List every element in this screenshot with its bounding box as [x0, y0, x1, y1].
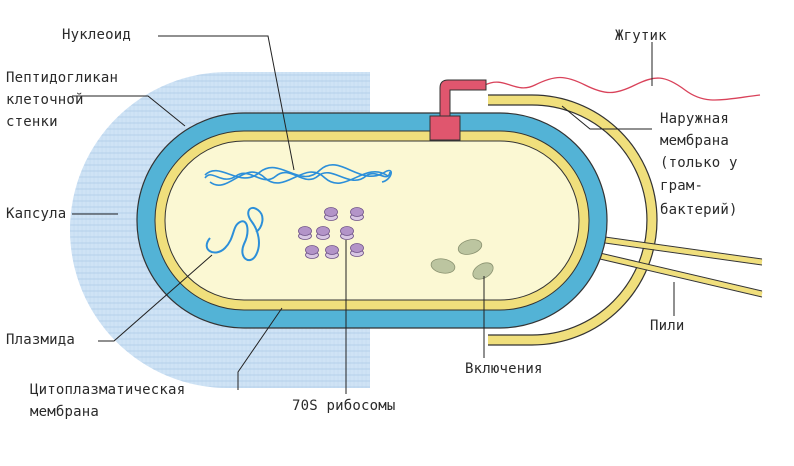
ribosome [298, 226, 312, 240]
outer-membrane-edge-in [488, 104, 648, 336]
ribosome [324, 207, 338, 221]
nucleoid-strand [209, 170, 389, 186]
label-plasmid: Плазмида [6, 332, 76, 348]
label-inclusions: Включения [465, 361, 543, 377]
leader-outer-membrane [561, 105, 652, 130]
leader-lines [72, 35, 675, 394]
label-cyt-membrane-line2: мембрана [30, 404, 100, 420]
nucleoid [204, 164, 392, 186]
label-capsule: Капсула [6, 206, 67, 222]
label-peptidoglycan-line1: Пептидогликан [6, 70, 119, 86]
plasmid [205, 206, 264, 262]
label-ribosomes: 70S рибосомы [292, 398, 396, 414]
leader-nucleoid [158, 35, 295, 171]
ribosome [350, 207, 364, 221]
nucleoid-strand [204, 171, 391, 182]
ribosome [305, 245, 319, 259]
outer-membrane-edge-out [488, 94, 658, 346]
ribosome [316, 226, 330, 240]
label-outer-membrane-line3: (только у [660, 155, 738, 171]
label-cyt-membrane-line1: Цитоплазматическая [30, 382, 186, 398]
flagellum [429, 76, 761, 141]
nucleoid-strand [204, 164, 392, 183]
label-peptidoglycan-line2: клеточной [6, 92, 84, 108]
label-outer-membrane-line1: Наружная [660, 111, 730, 127]
label-outer-membrane-line2: мембрана [660, 133, 730, 149]
label-flagellum: Жгутик [615, 28, 667, 44]
cytoplasm [164, 140, 580, 301]
pili [599, 236, 763, 298]
inclusions [430, 239, 494, 280]
leader-peptidoglycan [72, 95, 186, 127]
label-peptidoglycan-line3: стенки [6, 114, 58, 130]
label-outer-membrane-line5: бактерий) [660, 202, 738, 218]
outer-membrane [488, 95, 657, 345]
label-nucleoid: Нуклеоид [62, 27, 132, 43]
ribosome [325, 245, 339, 259]
ribosome [340, 226, 354, 240]
label-pili: Пили [650, 318, 685, 334]
label-outer-membrane-line4: грам- [660, 178, 704, 194]
leader-plasmid [98, 254, 213, 342]
ribosome [350, 243, 364, 257]
leader-cyt-membrane [237, 307, 283, 390]
ribosomes [298, 207, 364, 259]
